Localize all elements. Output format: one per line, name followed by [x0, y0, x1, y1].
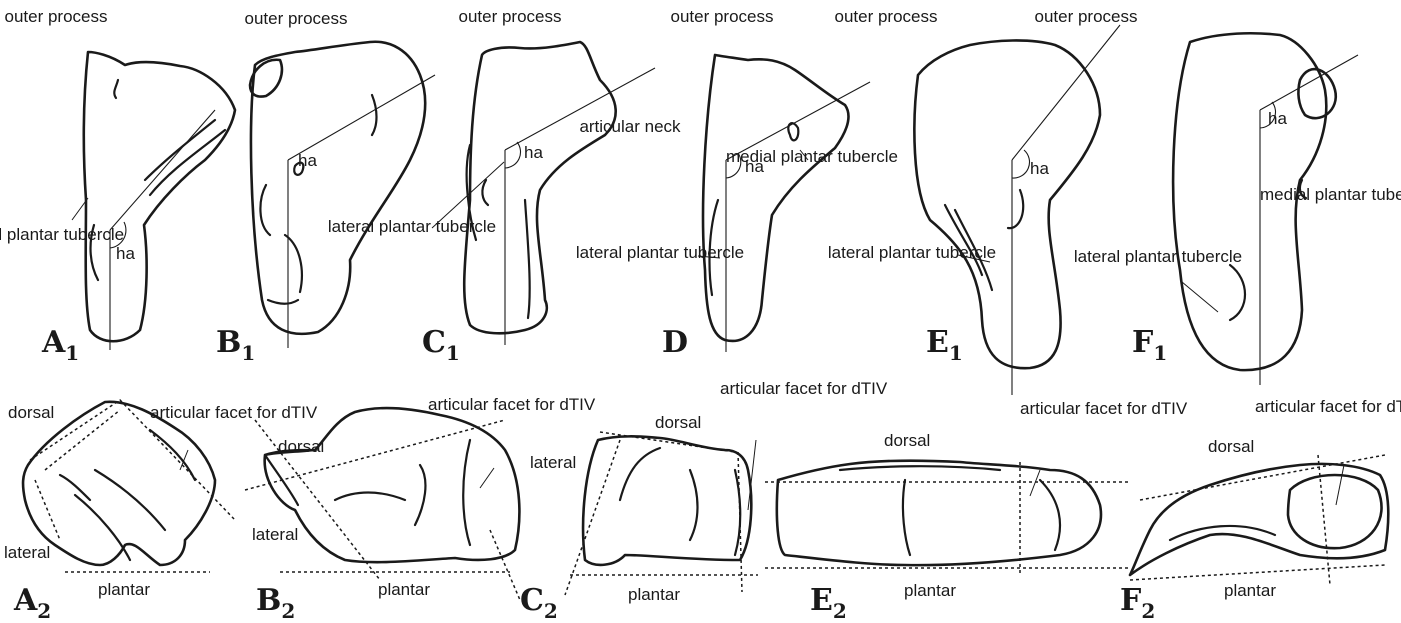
panel-c1-drawing: [432, 42, 655, 345]
b2-plantar-label: plantar: [378, 580, 430, 599]
d-lateral-plantar-tubercle-label: lateral plantar tubercle: [576, 243, 744, 262]
d-medial-plantar-tubercle-label: medial plantar tubercle: [726, 147, 898, 166]
d-outer-process-label: outer process: [671, 7, 774, 26]
panel-label-d: D: [662, 325, 688, 360]
panel-label-c1: C1: [422, 325, 460, 365]
c2-dorsal-label: dorsal: [655, 413, 701, 432]
panel-label-f2: F2: [1120, 583, 1155, 623]
f2-plantar-label: plantar: [1224, 581, 1276, 600]
b2-lateral-label: lateral: [252, 525, 298, 544]
panel-label-e2: E2: [810, 583, 847, 623]
c2-plantar-label: plantar: [628, 585, 680, 604]
b2-dorsal-label: dorsal: [278, 437, 324, 456]
panel-label-e1: E1: [926, 325, 963, 365]
panel-d-drawing: [698, 55, 870, 352]
e1-lateral-plantar-tubercle-label: lateral plantar tubercle: [828, 243, 996, 262]
c2-lateral-label: lateral: [530, 453, 576, 472]
panel-b1-drawing: [250, 42, 435, 348]
panel-label-f1: F1: [1132, 325, 1167, 365]
a2-articular-facet-label: articular facet for dTIV: [150, 403, 318, 422]
panel-f1-drawing: [1173, 33, 1358, 385]
panel-f2-drawing: [1130, 455, 1388, 585]
panel-label-b1: B1: [216, 325, 255, 365]
f2-dorsal-label: dorsal: [1208, 437, 1254, 456]
a2-plantar-label: plantar: [98, 580, 150, 599]
c1-lateral-plantar-tubercle-label: lateral plantar tubercle: [328, 217, 496, 236]
c1-ha-label: ha: [524, 143, 543, 162]
c1-articular-neck-label: articular neck: [579, 117, 681, 136]
e1-ha-label: ha: [1030, 159, 1049, 178]
e2-plantar-label: plantar: [904, 581, 956, 600]
a2-dorsal-label: dorsal: [8, 403, 54, 422]
a2-lateral-label: lateral: [4, 543, 50, 562]
panel-label-a1: A1: [41, 325, 79, 365]
panel-e2-drawing: [765, 461, 1130, 575]
a1-lateral-plantar-tubercle-label: lateral plantar tubercle: [0, 225, 124, 244]
panel-label-b2: B2: [256, 583, 295, 623]
f1-ha-label: ha: [1268, 109, 1287, 128]
f2-articular-facet-label: articular facet for dTIV: [1255, 397, 1401, 416]
b1-outer-process-label: outer process: [245, 9, 348, 28]
a1-outer-process-label: outer process: [5, 7, 108, 26]
b1-ha-label: ha: [298, 151, 317, 170]
panel-label-a2: A2: [13, 583, 51, 623]
f1-outer-process-label: outer process: [1035, 7, 1138, 26]
f1-lateral-plantar-tubercle-label: lateral plantar tubercle: [1074, 247, 1242, 266]
c1-outer-process-label: outer process: [459, 7, 562, 26]
e2-articular-facet-label: articular facet for dTIV: [1020, 399, 1188, 418]
panel-label-c2: C2: [520, 583, 558, 623]
a1-ha-label: ha: [116, 244, 135, 263]
e2-dorsal-label: dorsal: [884, 431, 930, 450]
b2-articular-facet-label: articular facet for dTIV: [428, 395, 596, 414]
panel-a1-drawing: [72, 52, 235, 350]
f1-medial-plantar-tubercle-label: medial plantar tubercle: [1260, 185, 1401, 204]
panel-a2-drawing: [23, 400, 235, 572]
c2-articular-facet-label: articular facet for dTIV: [720, 379, 888, 398]
panel-c2-drawing: [565, 432, 758, 595]
e1-outer-process-label: outer process: [835, 7, 938, 26]
